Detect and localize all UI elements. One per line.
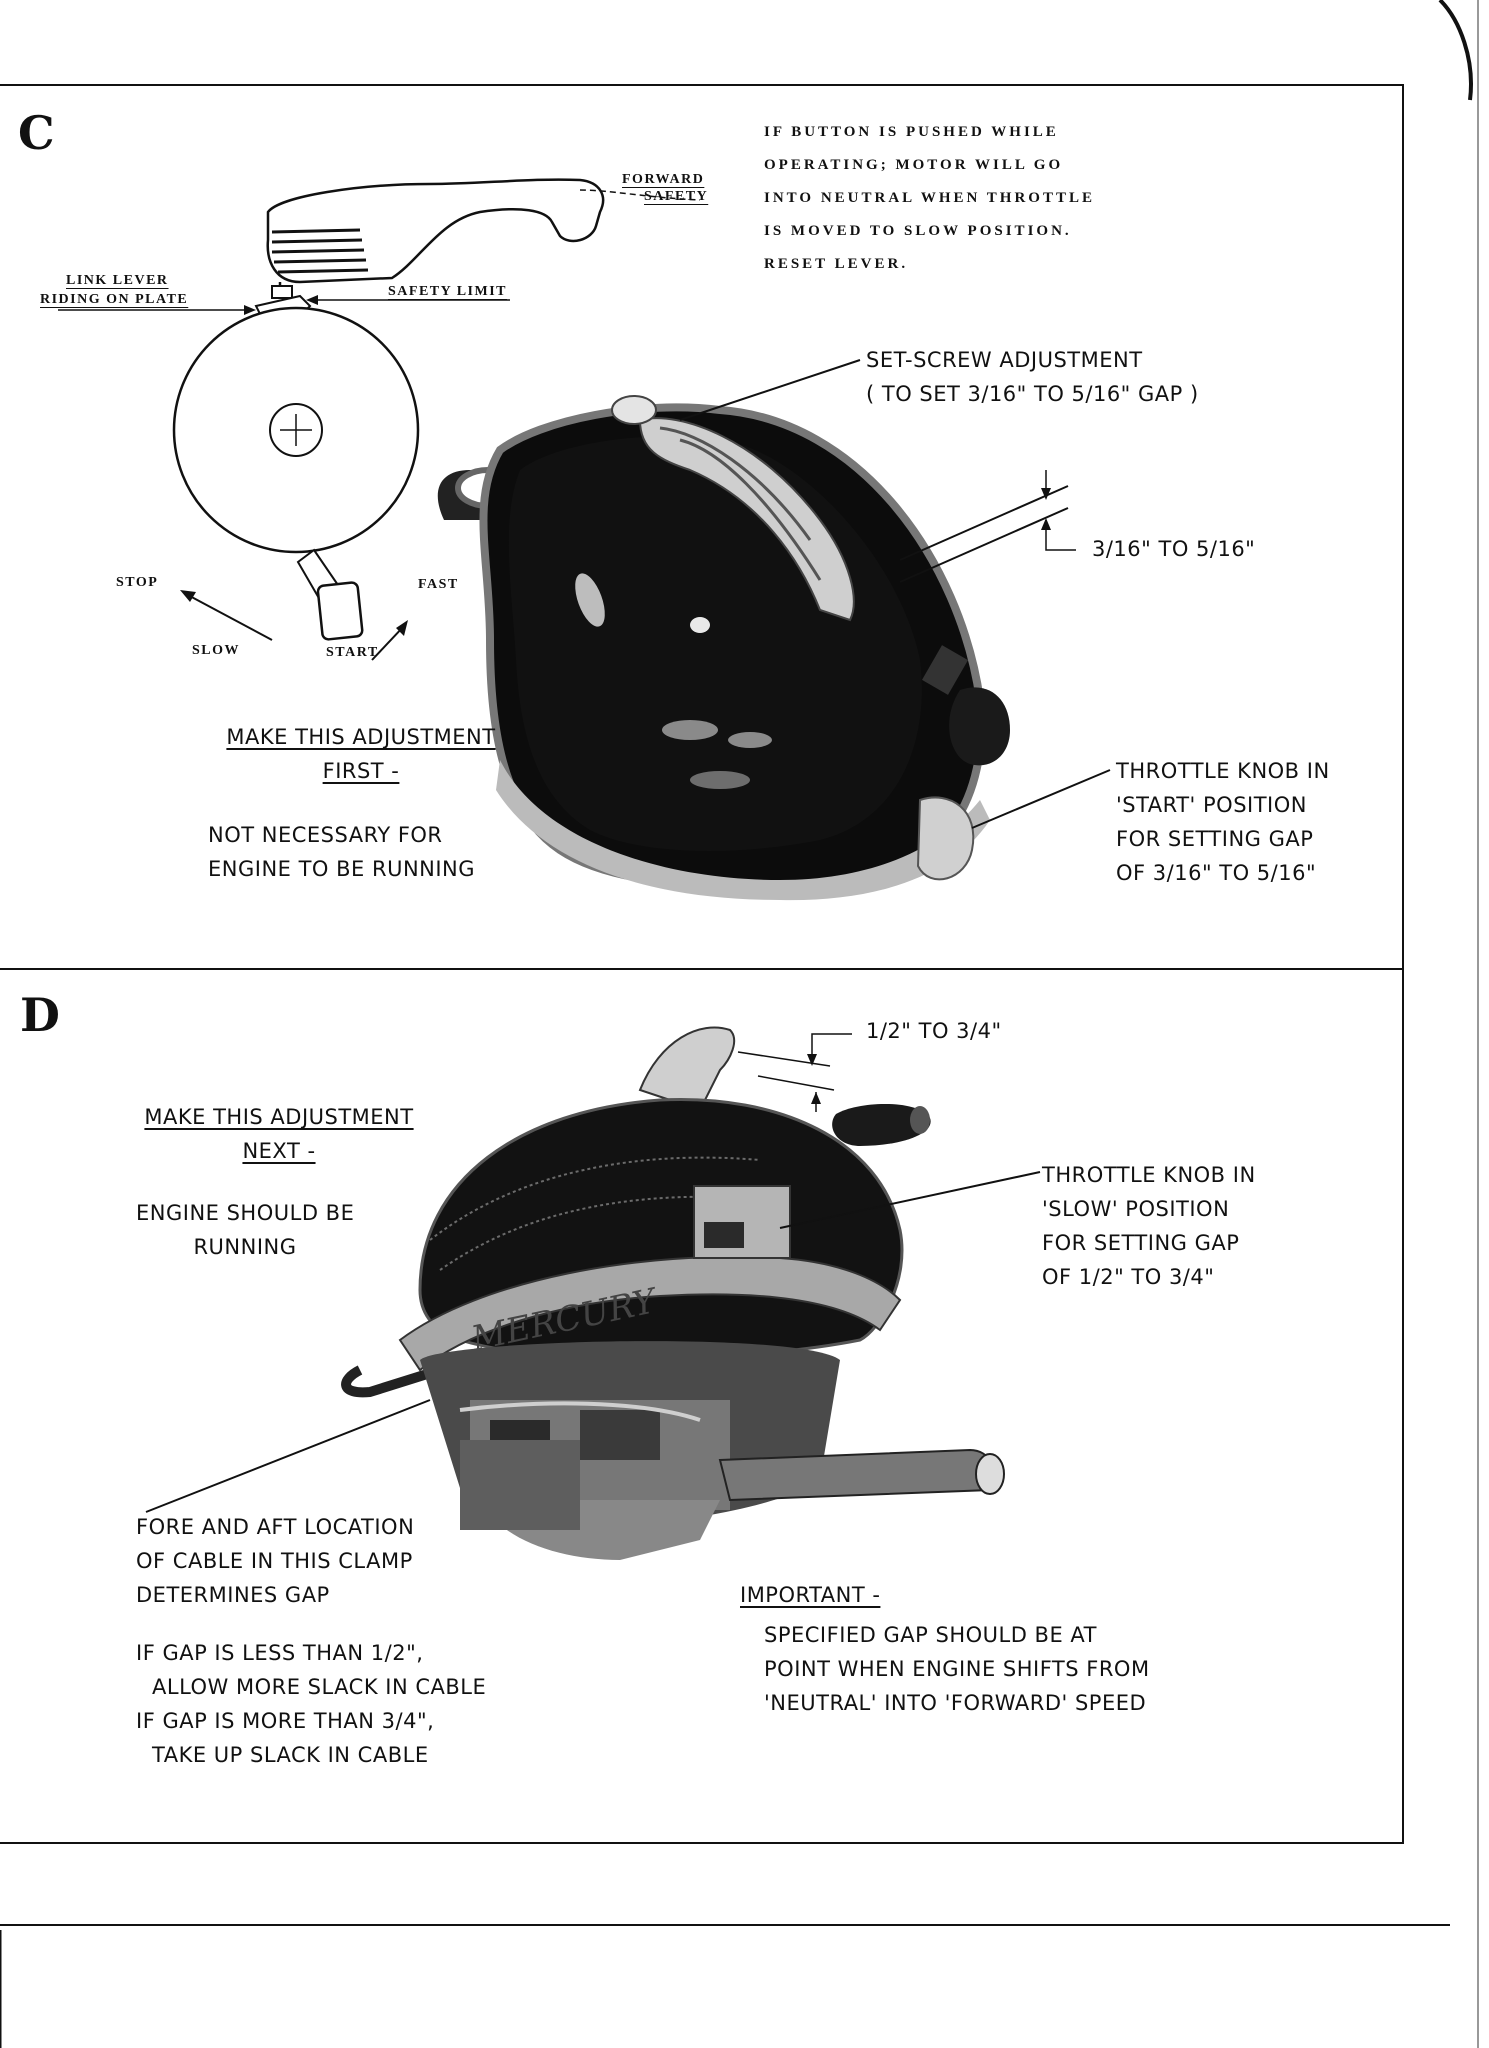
clamp-location-text: FORE AND AFT LOCATION OF CABLE IN THIS C… [136,1515,415,1607]
engine-photo-c [437,359,1111,901]
start-label: START [326,645,379,660]
not-necessary-text: NOT NECESSARY FOR ENGINE TO BE RUNNING [208,823,476,881]
engine-running-text: ENGINE SHOULD BE RUNNING [136,1201,355,1259]
safety-limit-label: SAFETY LIMIT [388,284,508,299]
link-lever-label: LINK LEVER [66,273,169,288]
button-note: IF BUTTON IS PUSHED WHILE OPERATING; MOT… [764,124,1095,272]
important-label: IMPORTANT - [740,1583,881,1607]
section-d-panel [0,968,1404,1844]
stop-label: STOP [116,575,159,590]
engine-photo-d: MERCURY [145,1026,1041,1560]
setscrew-callout: SET-SCREW ADJUSTMENT ( TO SET 3/16" TO 5… [866,348,1199,406]
fast-label: FAST [418,577,459,592]
throttle-slow-callout: THROTTLE KNOB IN 'SLOW' POSITION FOR SET… [1042,1163,1256,1289]
important-text: SPECIFIED GAP SHOULD BE AT POINT WHEN EN… [764,1623,1150,1715]
gap-label-d: 1/2" TO 3/4" [866,1019,1002,1043]
make-adjustment-first-heading: MAKE THIS ADJUSTMENT FIRST - [226,725,496,783]
throttle-lever-diagram [58,178,701,661]
make-adjustment-next-heading: MAKE THIS ADJUSTMENT NEXT - [144,1105,414,1163]
safety-label: SAFETY [644,189,709,204]
slow-label: SLOW [192,643,241,658]
forward-label: FORWARD [622,172,705,187]
slack-instructions: IF GAP IS LESS THAN 1/2", ALLOW MORE SLA… [136,1641,487,1767]
riding-on-plate-label: RIDING ON PLATE [40,292,189,307]
section-c-letter: C [18,106,55,160]
gap-label-c: 3/16" TO 5/16" [1092,537,1256,561]
section-d-letter: D [20,988,60,1042]
throttle-start-callout: THROTTLE KNOB IN 'START' POSITION FOR SE… [1116,759,1330,885]
